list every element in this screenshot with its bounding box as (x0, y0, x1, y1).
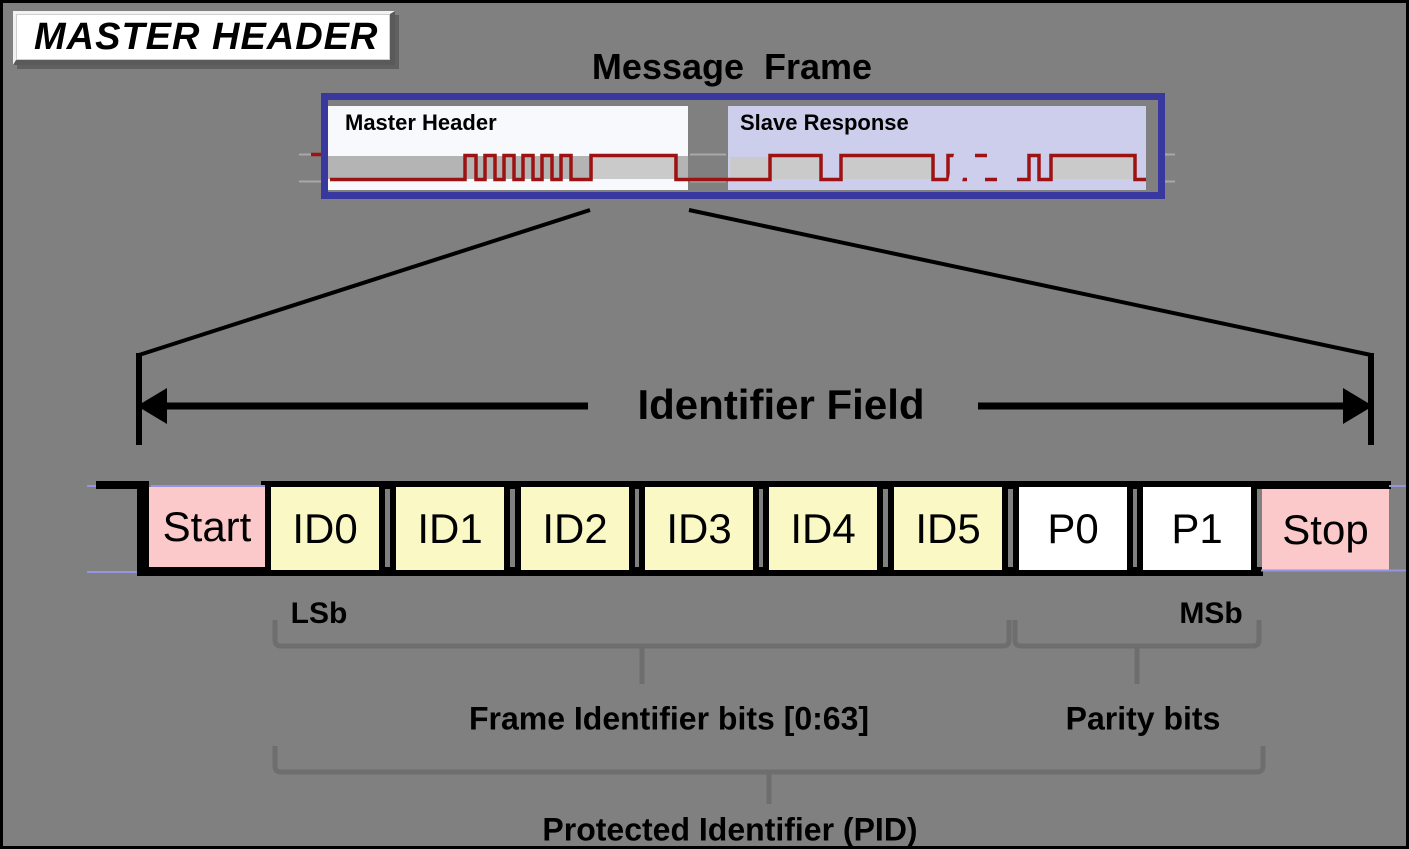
master-header-section-label: Master Header (345, 110, 497, 135)
parity-bits-label: Parity bits (1065, 700, 1221, 737)
frame-identifier-brace (272, 620, 1012, 684)
slave-response-section-label: Slave Response (740, 110, 909, 135)
msb-label: MSb (1179, 597, 1243, 630)
message-frame-title: Message Frame (591, 46, 873, 87)
bit-cell-label: ID4 (790, 504, 856, 552)
bit-cell-label: P1 (1171, 504, 1223, 552)
bit-cell-label: ID3 (666, 504, 732, 552)
bit-cell-stop: Stop (1262, 489, 1389, 571)
signal-step-horizontal (96, 481, 144, 489)
bit-cell-label: Start (162, 503, 252, 550)
bit-cell-p1: P1 (1137, 481, 1257, 576)
pid-brace (272, 746, 1266, 804)
message-frame-border (321, 93, 1165, 199)
slide-title-box: MASTER HEADER (13, 11, 395, 65)
pid-label: Protected Identifier (PID) (542, 811, 918, 848)
identifier-field-label: Identifier Field (637, 381, 925, 428)
bit-cell-id4: ID4 (763, 481, 883, 576)
bit-cell-label: ID5 (915, 504, 981, 552)
bit-cell-start: Start (149, 487, 265, 567)
arrowhead-right (1343, 388, 1373, 424)
arrowhead-left (137, 388, 167, 424)
bit-cell-p0: P0 (1013, 481, 1133, 576)
lsb-label: LSb (290, 597, 348, 630)
bit-cell-label: ID1 (417, 504, 483, 552)
bit-cell-label: ID0 (292, 504, 358, 552)
bit-cell-id0: ID0 (265, 481, 385, 576)
bit-cell-id1: ID1 (390, 481, 510, 576)
bit-cell-id3: ID3 (639, 481, 759, 576)
slide-title: MASTER HEADER (34, 15, 379, 58)
bit-cell-label: Stop (1282, 506, 1369, 553)
signal-step-vertical (137, 481, 149, 576)
signal-band (328, 156, 688, 179)
bit-cell-label: ID2 (542, 504, 608, 552)
bit-cell-id5: ID5 (888, 481, 1008, 576)
frame-identifier-label: Frame Identifier bits [0:63] (468, 700, 870, 737)
bit-cell-id2: ID2 (515, 481, 635, 576)
bit-cell-label: P0 (1047, 504, 1099, 552)
